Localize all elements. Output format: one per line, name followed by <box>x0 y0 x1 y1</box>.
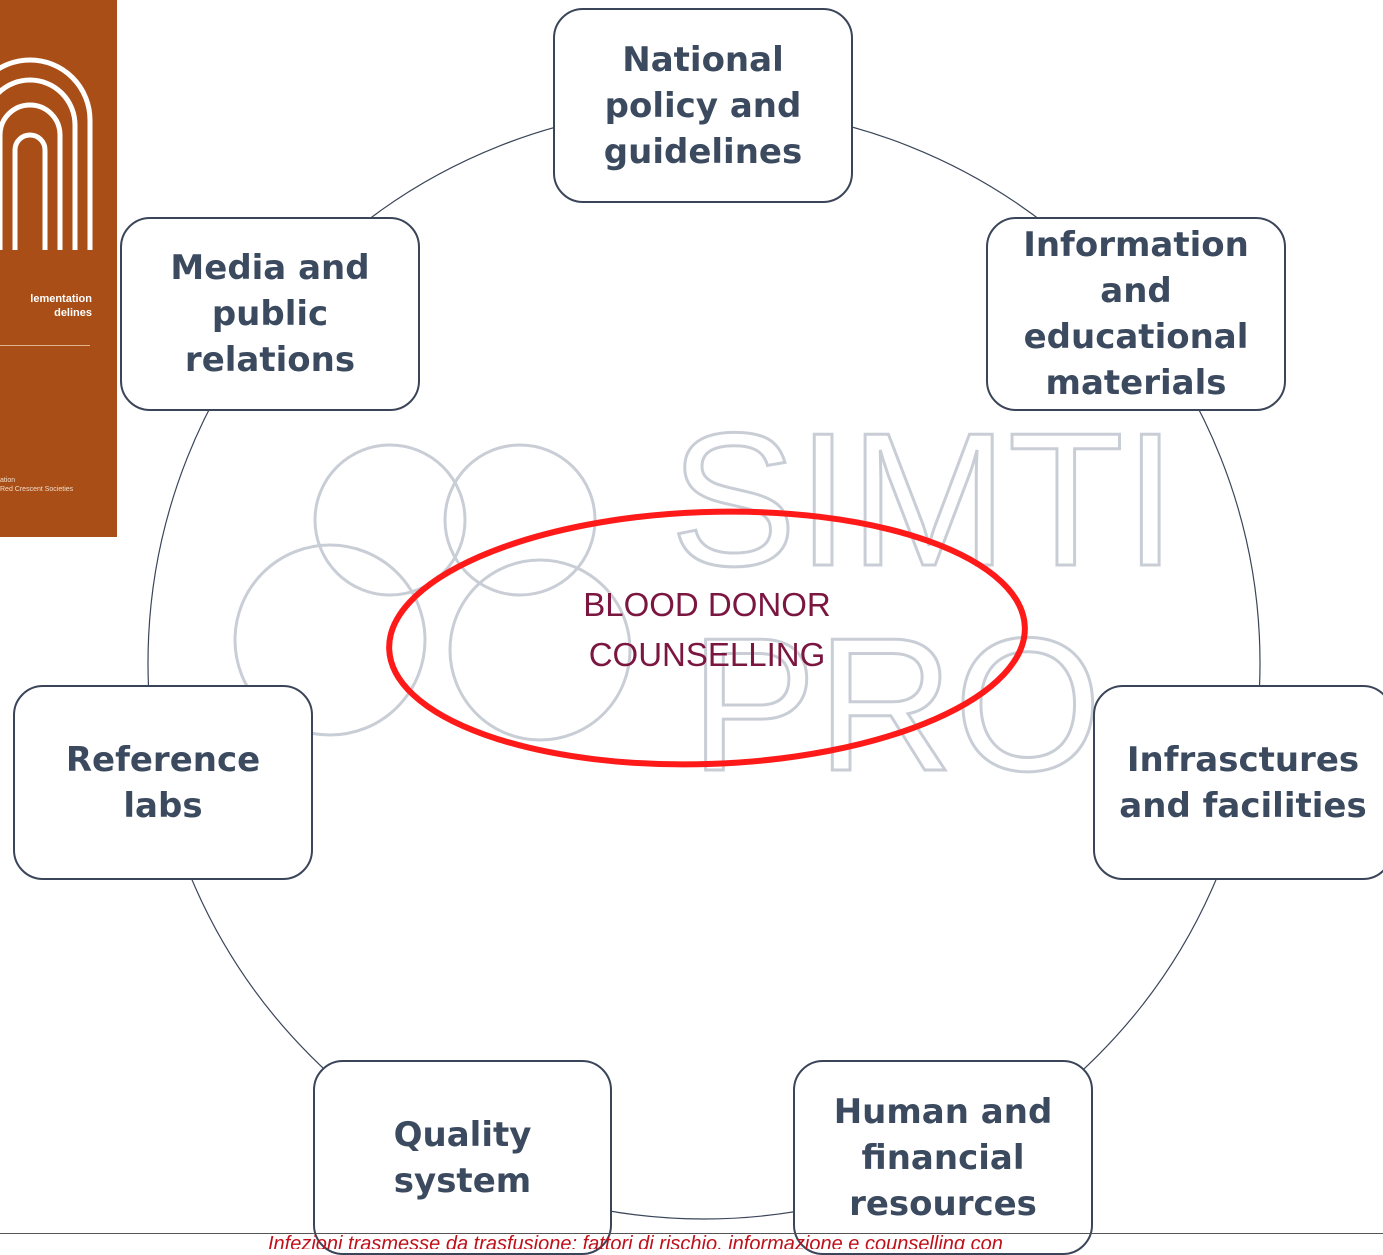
footer-caption: Infezioni trasmesse da trasfusione: fatt… <box>268 1234 1003 1249</box>
cover-divider <box>0 345 90 346</box>
footer-divider <box>0 1233 1383 1234</box>
node-information-materials-label: Information and educational materials <box>1023 225 1249 403</box>
arches-logo <box>0 57 93 250</box>
simti-pro-watermark: SIMTI PRO <box>233 393 1178 813</box>
watermark-bottom: PRO <box>690 599 1102 811</box>
center-ellipse <box>386 508 1028 768</box>
blood-donor-counselling-label: BLOOD DONOR COUNSELLING <box>583 586 831 673</box>
node-infrastructures: Infrasctures and facilities <box>1093 685 1383 880</box>
node-human-financial: Human and financial resources <box>793 1060 1093 1255</box>
cover-publisher: ation Red Crescent Societies <box>0 477 74 493</box>
node-information-materials: Information and educational materials <box>986 217 1286 411</box>
node-national-policy-label: National policy and guidelines <box>603 39 803 172</box>
node-quality-system: Quality system <box>313 1060 612 1255</box>
node-human-financial-label: Human and financial resources <box>833 1091 1053 1224</box>
node-media-relations: Media and public relations <box>120 217 420 411</box>
node-reference-labs: Reference labs <box>13 685 313 880</box>
cover-title: lementation delines <box>30 293 92 319</box>
node-national-policy: National policy and guidelines <box>553 8 853 203</box>
node-quality-system-label: Quality system <box>393 1114 532 1201</box>
node-infrastructures-label: Infrasctures and facilities <box>1119 739 1367 826</box>
report-cover-image: lementation delines ation Red Crescent S… <box>0 0 117 537</box>
watermark-top: SIMTI <box>670 394 1177 606</box>
node-reference-labs-label: Reference labs <box>65 739 261 826</box>
node-media-relations-label: Media and public relations <box>170 248 370 380</box>
